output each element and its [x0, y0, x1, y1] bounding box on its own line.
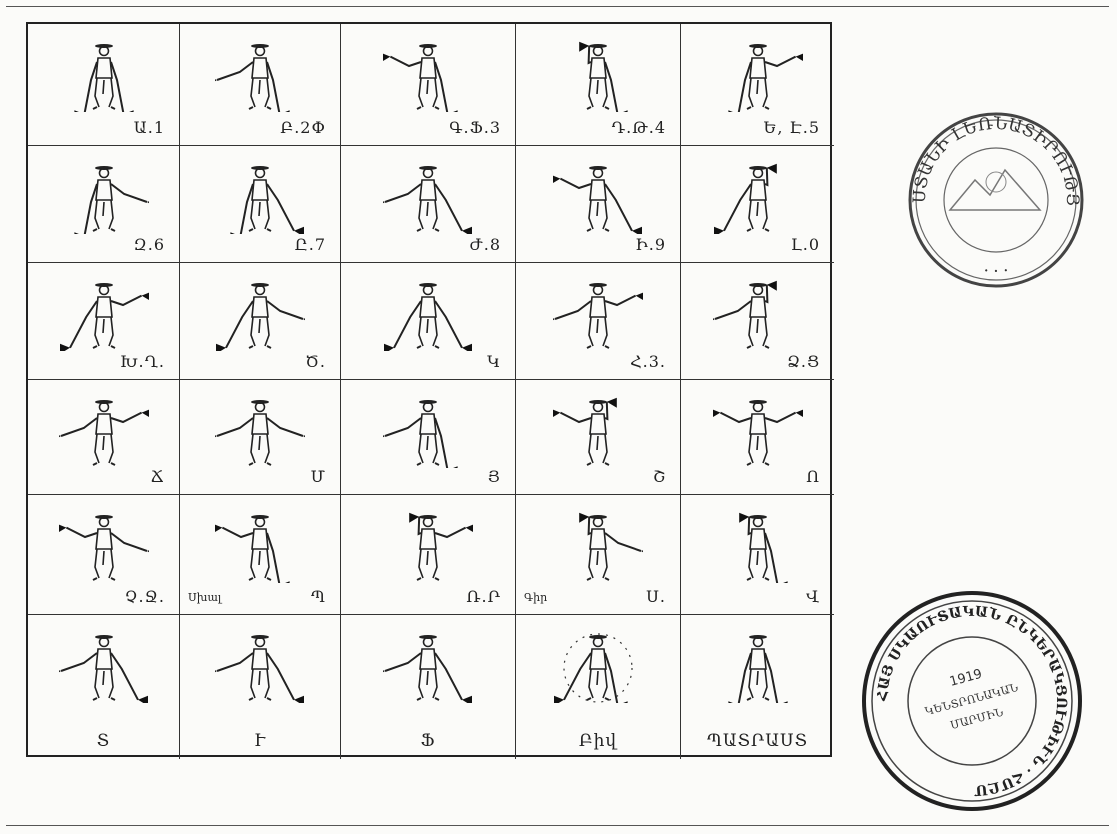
- cell-letter-label: Հ.3.: [630, 352, 666, 371]
- semaphore-cell: Ժ.8: [341, 146, 516, 263]
- semaphore-cell: Գ.Ֆ.3: [341, 24, 516, 146]
- semaphore-cell: Չ.Ջ.: [28, 495, 180, 615]
- cell-letter-label: Ձ.Ց: [787, 352, 820, 371]
- cell-letter-label: Ժ.8: [470, 235, 501, 254]
- signaller-figure-icon: [215, 154, 305, 234]
- semaphore-cell: ՊԱՏՐԱՍՏ: [681, 615, 834, 759]
- semaphore-cell: Բիվ: [516, 615, 681, 759]
- signaller-figure-icon: [59, 623, 149, 703]
- semaphore-cell: Գիր Ս.: [516, 495, 681, 615]
- semaphore-cell: Ե, Է.5: [681, 24, 834, 146]
- semaphore-cell: Ձ.Ց: [681, 263, 834, 380]
- cell-letter-label: Բիվ: [579, 731, 617, 751]
- signaller-figure-icon: [59, 388, 149, 468]
- signaller-figure-icon: [713, 154, 803, 234]
- cell-letter-label: Վ: [806, 587, 820, 606]
- signaller-figure-icon: [553, 503, 643, 583]
- cell-note: Սխալ: [188, 591, 221, 604]
- signaller-figure-icon: [59, 32, 149, 112]
- semaphore-cell: Ո: [681, 380, 834, 495]
- signaller-figure-icon: [553, 271, 643, 351]
- semaphore-cell: Ի.9: [516, 146, 681, 263]
- signaller-figure-icon: [215, 388, 305, 468]
- cell-letter-label: Բ.2Փ: [280, 118, 326, 137]
- cell-letter-label: Կ: [487, 352, 501, 371]
- cell-letter-label: Զ.6: [134, 235, 165, 254]
- cell-letter-label: Խ.Ղ.: [120, 352, 165, 371]
- svg-text:1919: 1919: [948, 667, 984, 690]
- signaller-figure-icon: [215, 32, 305, 112]
- cell-letter-label: Մ: [311, 467, 326, 486]
- cell-letter-label: Ւ: [254, 731, 266, 751]
- semaphore-cell: Լ.0: [681, 146, 834, 263]
- cell-letter-label: Տ: [97, 731, 110, 751]
- semaphore-cell: Ա.1: [28, 24, 180, 146]
- semaphore-cell: Ը.7: [180, 146, 341, 263]
- cell-letter-label: Ֆ: [421, 731, 436, 751]
- signaller-figure-icon: [553, 388, 643, 468]
- signaller-figure-icon: [383, 388, 473, 468]
- signaller-figure-icon: [713, 32, 803, 112]
- signaller-figure-icon: [553, 623, 643, 703]
- semaphore-cell: Հ.3.: [516, 263, 681, 380]
- semaphore-cell: Ֆ: [341, 615, 516, 759]
- signaller-figure-icon: [383, 623, 473, 703]
- cell-letter-label: Գ.Ֆ.3: [449, 118, 501, 137]
- cell-letter-label: Ի.9: [635, 235, 666, 254]
- semaphore-cell: Շ: [516, 380, 681, 495]
- semaphore-cell: Ռ.Ր: [341, 495, 516, 615]
- signaller-figure-icon: [383, 154, 473, 234]
- cell-letter-label: ՊԱՏՐԱՍՏ: [707, 731, 808, 751]
- signaller-figure-icon: [59, 154, 149, 234]
- cell-letter-label: Ռ.Ր: [466, 587, 501, 606]
- semaphore-cell: Յ: [341, 380, 516, 495]
- cell-letter-label: Ա.1: [134, 118, 165, 137]
- cell-letter-label: Չ.Ջ.: [125, 587, 165, 606]
- semaphore-cell: Սխալ Պ: [180, 495, 341, 615]
- cell-letter-label: Ե, Է.5: [763, 118, 820, 137]
- cell-letter-label: Շ: [653, 467, 666, 486]
- semaphore-cell: Ճ: [28, 380, 180, 495]
- cell-letter-label: Ը.7: [295, 235, 326, 254]
- cell-letter-label: Յ: [488, 467, 501, 486]
- semaphore-cell: Զ.6: [28, 146, 180, 263]
- signaller-figure-icon: [553, 32, 643, 112]
- signaller-figure-icon: [383, 503, 473, 583]
- cell-letter-label: Ծ.: [305, 352, 326, 371]
- semaphore-cell: Խ.Ղ.: [28, 263, 180, 380]
- signaller-figure-icon: [383, 271, 473, 351]
- cell-letter-label: Ս.: [646, 587, 666, 606]
- signaller-figure-icon: [713, 623, 803, 703]
- cell-letter-label: Ո: [806, 467, 820, 486]
- semaphore-cell: Դ.Թ.4: [516, 24, 681, 146]
- signaller-figure-icon: [383, 32, 473, 112]
- semaphore-cell: Ծ.: [180, 263, 341, 380]
- signaller-figure-icon: [215, 503, 305, 583]
- signaller-figure-icon: [59, 271, 149, 351]
- cell-letter-label: Պ: [311, 587, 326, 606]
- cell-note: Գիր: [524, 591, 547, 604]
- cell-letter-label: Ճ: [151, 467, 166, 486]
- signaller-figure-icon: [215, 271, 305, 351]
- semaphore-cell: Մ: [180, 380, 341, 495]
- cell-letter-label: Լ.0: [791, 235, 820, 254]
- cell-letter-label: Դ.Թ.4: [612, 118, 666, 137]
- round-seal-bottom: ՀԱՅ ՍԿԱՈՒՏԱԿԱՆ ԸՆԿԵՐԱԿՑՈՒԹԻՒՆ · ՀՄԸՄ 191…: [857, 588, 1087, 814]
- signaller-figure-icon: [713, 503, 803, 583]
- signaller-figure-icon: [215, 623, 305, 703]
- signaller-figure-icon: [713, 388, 803, 468]
- semaphore-cell: Վ: [681, 495, 834, 615]
- semaphore-cell: Բ.2Փ: [180, 24, 341, 146]
- signaller-figure-icon: [59, 503, 149, 583]
- semaphore-cell: Ւ: [180, 615, 341, 759]
- round-seal-top: ԲԱՐՍՏԱՆԻ ԼԵՌՆԱՏԻՐՈՒԹՅՈՒՆ · · ·: [905, 110, 1087, 290]
- semaphore-cell: Կ: [341, 263, 516, 380]
- signaller-figure-icon: [713, 271, 803, 351]
- signaller-figure-icon: [553, 154, 643, 234]
- semaphore-cell: Տ: [28, 615, 180, 759]
- svg-text:· · ·: · · ·: [982, 261, 1010, 282]
